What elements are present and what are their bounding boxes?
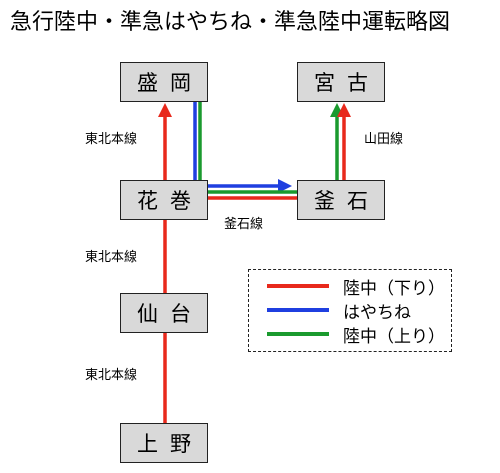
station-kamaishi: 釜石 [297,180,385,220]
legend-label: はやちね [343,302,411,323]
station-morioka: 盛岡 [120,62,208,102]
route-blue-morioka-kamaishi [193,102,292,193]
line-label-tohoku-main: 東北本線 [85,250,138,265]
line-label-kamaishi: 釜石線 [224,217,264,232]
station-sendai: 仙台 [120,293,208,333]
line-label-tohoku-main: 東北本線 [85,368,138,383]
legend-item: 陸中（上り） [267,324,445,347]
station-miyako: 宮古 [297,62,385,102]
legend-swatch-green [267,332,329,336]
legend-swatch-blue [267,308,329,312]
route-green-morioka-miyako [198,102,344,194]
legend-swatch-red [267,284,329,288]
legend-box: 陸中（下り） はやちね 陸中（上り） [248,269,452,352]
legend-item: はやちね [267,300,411,323]
diagram-title: 急行陸中・準急はやちね・準急陸中運転略図 [10,10,451,35]
line-label-tohoku-main: 東北本線 [85,132,138,147]
line-label-yamada: 山田線 [364,132,404,147]
legend-label: 陸中（上り） [343,326,445,347]
station-ueno: 上野 [120,423,208,463]
legend-item: 陸中（下り） [267,276,445,299]
legend-label: 陸中（下り） [343,278,445,299]
station-hanamaki: 花巻 [120,180,208,220]
